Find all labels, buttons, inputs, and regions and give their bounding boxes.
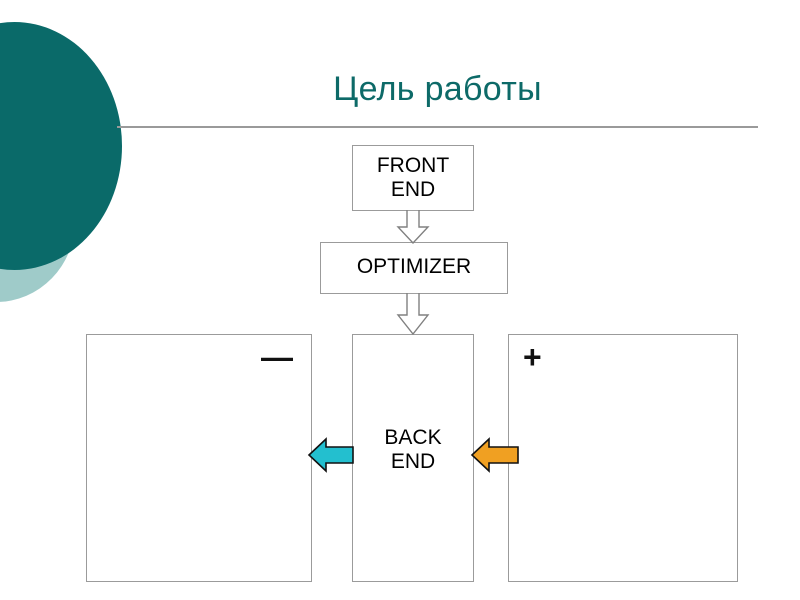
front-end-label: FRONT END	[353, 154, 473, 201]
page-title: Цель работы	[333, 70, 542, 108]
decorative-circle-dark	[0, 22, 122, 270]
arrow-back-end-to-minus-icon	[307, 437, 354, 473]
optimizer-label: OPTIMIZER	[356, 255, 472, 278]
diagram-box-plus-input[interactable]: +	[508, 334, 738, 582]
arrow-optimizer-to-back-end-icon	[396, 293, 430, 335]
back-end-label: BACK END	[353, 426, 473, 473]
diagram-box-front-end[interactable]: FRONT END	[352, 145, 474, 211]
front-end-label-line2: END	[390, 177, 436, 201]
diagram-box-optimizer[interactable]: OPTIMIZER	[320, 242, 508, 294]
back-end-label-line2: END	[390, 449, 436, 473]
front-end-label-line1: FRONT	[376, 154, 450, 177]
arrow-front-end-to-optimizer-icon	[396, 210, 430, 244]
diagram-box-back-end[interactable]: BACK END	[352, 334, 474, 582]
back-end-label-line1: BACK	[384, 426, 442, 449]
arrow-plus-to-back-end-icon	[470, 437, 519, 473]
minus-sign-label: —	[261, 339, 293, 375]
title-divider	[117, 126, 758, 128]
diagram-box-minus-output[interactable]: —	[86, 334, 312, 582]
plus-sign-label: +	[523, 339, 542, 375]
